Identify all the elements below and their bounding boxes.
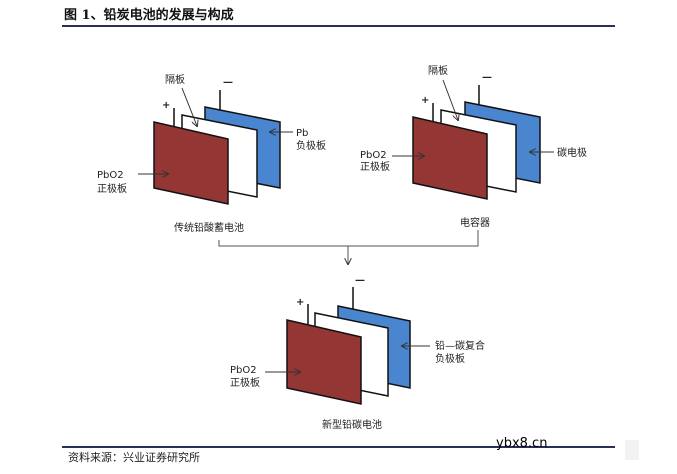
watermark: ybx8.cn <box>496 436 548 451</box>
negative-label-1: Pb <box>296 128 308 139</box>
diagram-lead-carbon: + — 铅—碳复合 负极板 PbO2 正极板 新型铅碳电池 <box>230 275 485 431</box>
diagram-lead-acid: + — 隔板 Pb 负极板 PbO2 正极板 传统铅酸蓄电池 <box>97 73 326 234</box>
separator-label: 隔板 <box>165 73 185 86</box>
positive-plate <box>412 116 488 200</box>
positive-label-2: 正极板 <box>360 160 390 173</box>
positive-plate <box>153 121 229 205</box>
diagram-name: 传统铅酸蓄电池 <box>174 221 244 234</box>
negative-label-2: 负极板 <box>435 352 465 365</box>
minus-sign: — <box>223 77 233 88</box>
positive-label-2: 正极板 <box>230 376 260 389</box>
plus-sign: + <box>421 95 429 106</box>
diagram-name: 新型铅碳电池 <box>322 418 382 431</box>
source-rule <box>62 446 615 448</box>
plus-sign: + <box>162 100 170 111</box>
positive-label-2: 正极板 <box>97 182 127 195</box>
diagram-capacitor: + — 隔板 碳电极 PbO2 正极板 电容器 <box>360 64 587 229</box>
positive-label-1: PbO2 <box>360 150 387 161</box>
negative-label-1: 铅—碳复合 <box>435 339 485 352</box>
minus-sign: — <box>482 72 492 83</box>
plus-sign: + <box>296 297 304 308</box>
negative-label-2: 负极板 <box>296 139 326 152</box>
separator-label: 隔板 <box>428 64 448 77</box>
title-rule <box>62 25 615 27</box>
positive-label-1: PbO2 <box>97 170 124 181</box>
minus-sign: — <box>355 275 365 286</box>
positive-plate <box>286 319 362 405</box>
negative-label-1: 碳电极 <box>557 146 587 159</box>
connector-arrows <box>218 230 479 264</box>
source-note: 资料来源：兴业证券研究所 <box>68 451 200 464</box>
figure-title: 图 1、铅炭电池的发展与构成 <box>64 8 234 23</box>
positive-label-1: PbO2 <box>230 365 257 376</box>
corner-block <box>625 440 639 460</box>
diagram-name: 电容器 <box>460 216 490 229</box>
